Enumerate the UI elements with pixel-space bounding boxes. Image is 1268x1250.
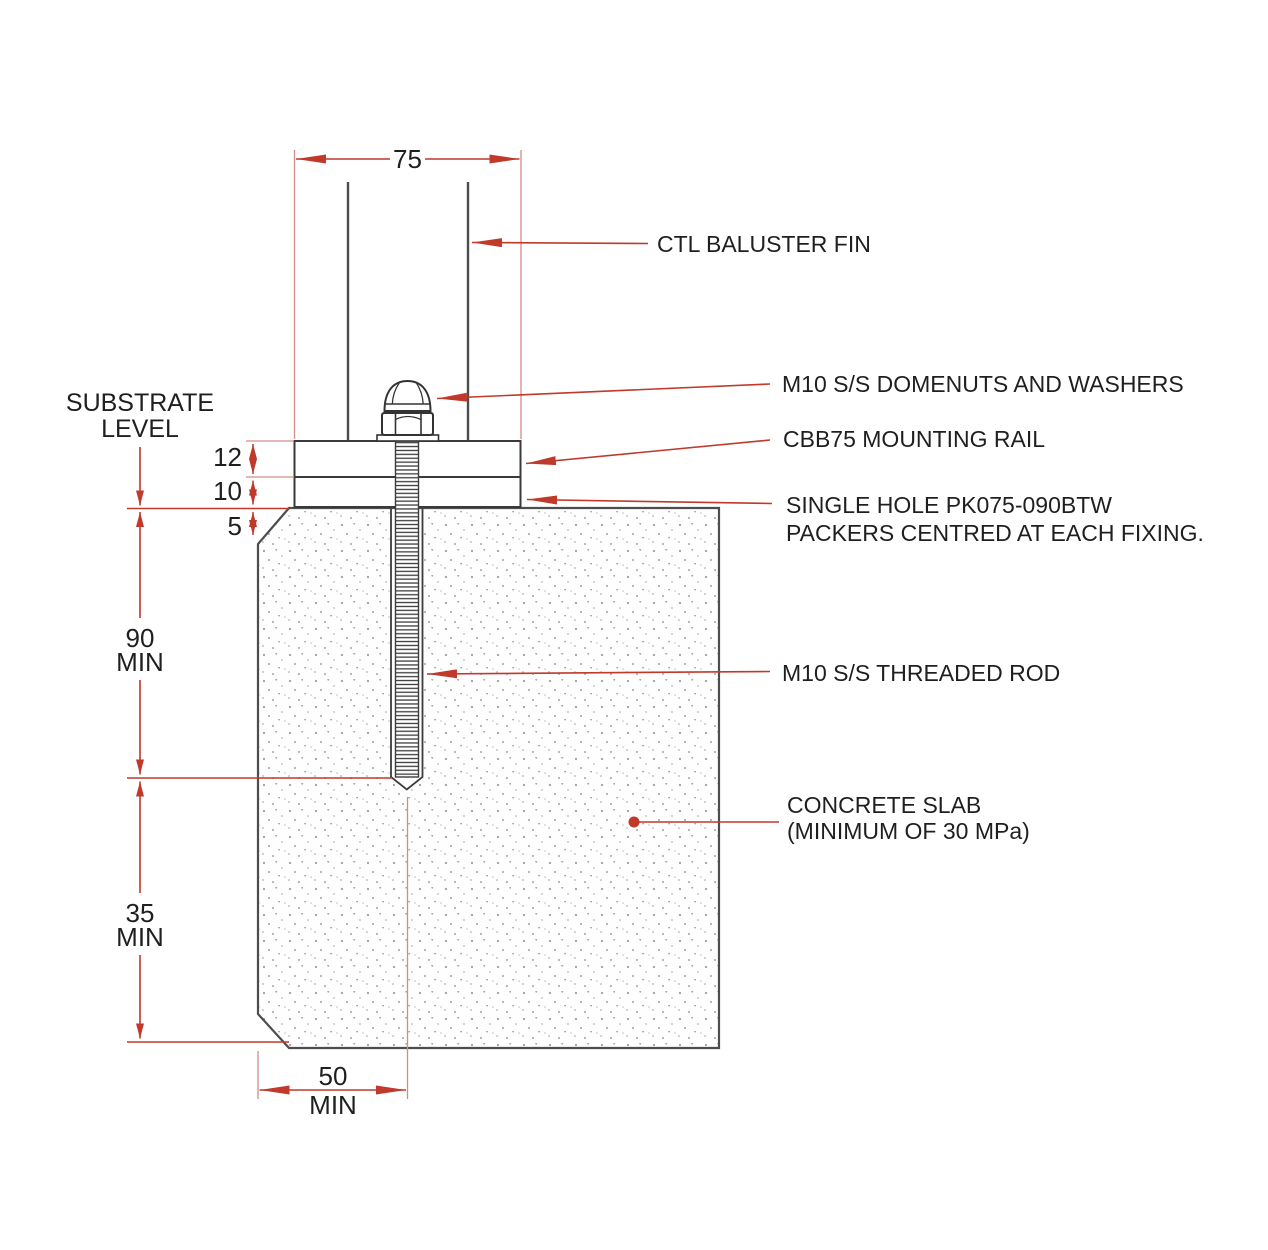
callout-packers: SINGLE HOLE PK075-090BTW PACKERS CENTRED… xyxy=(526,492,1204,546)
dimension-suffix-min: MIN xyxy=(116,922,164,952)
dimension-50-min: 50 MIN xyxy=(257,797,409,1120)
dimension-value-12: 12 xyxy=(213,442,242,472)
leader-line xyxy=(471,238,649,248)
concrete-slab xyxy=(256,506,721,1050)
dome-cap-facet-left xyxy=(391,382,401,405)
leader-line xyxy=(525,439,771,466)
dimension-value-10: 10 xyxy=(213,476,242,506)
callout-mounting-rail: CBB75 MOUNTING RAIL xyxy=(525,426,1045,466)
callout-threaded-rod: M10 S/S THREADED ROD xyxy=(426,660,1060,686)
dimension-value-90: 90 xyxy=(126,623,155,653)
dome-cap-facet-right xyxy=(415,381,424,405)
label-concrete-line1: CONCRETE SLAB xyxy=(787,792,981,818)
dimension-value-75: 75 xyxy=(393,144,422,174)
hex-nut-facet-arc xyxy=(395,415,422,421)
label-threaded-rod: M10 S/S THREADED ROD xyxy=(782,660,1060,686)
threaded-rod-shaft xyxy=(394,440,420,778)
label-domenuts: M10 S/S DOMENUTS AND WASHERS xyxy=(782,371,1184,397)
callout-domenuts: M10 S/S DOMENUTS AND WASHERS xyxy=(436,371,1184,402)
concrete-slab-outline xyxy=(256,506,721,1050)
dimension-90-min: 90 MIN xyxy=(116,512,392,779)
dimension-value-50: 50 xyxy=(319,1061,348,1091)
dimension-stack-12-10-5: 12 10 5 xyxy=(213,440,293,541)
threaded-rod xyxy=(394,440,420,778)
leader-line xyxy=(436,383,771,402)
label-mounting-rail: CBB75 MOUNTING RAIL xyxy=(783,426,1045,452)
substrate-level-label-line1: SUBSTRATE xyxy=(66,389,214,417)
dome-nut-assembly xyxy=(376,379,440,442)
label-packers-line1: SINGLE HOLE PK075-090BTW xyxy=(786,492,1112,518)
dimension-value-35: 35 xyxy=(126,898,155,928)
substrate-level-callout: SUBSTRATE LEVEL xyxy=(66,389,289,510)
callout-concrete-slab: CONCRETE SLAB (MINIMUM OF 30 MPa) xyxy=(628,792,1030,844)
dimension-value-5: 5 xyxy=(228,511,242,541)
leader-line xyxy=(426,669,771,679)
label-baluster-fin: CTL BALUSTER FIN xyxy=(657,231,871,257)
callout-baluster-fin: CTL BALUSTER FIN xyxy=(471,231,871,257)
substrate-level-label-line2: LEVEL xyxy=(101,415,179,443)
hole-outline xyxy=(390,508,424,791)
leader-line xyxy=(526,495,773,505)
dimension-suffix-min: MIN xyxy=(116,647,164,677)
dimension-35-min: 35 MIN xyxy=(116,781,289,1043)
dimension-75: 75 xyxy=(293,144,522,439)
dimension-suffix-min: MIN xyxy=(309,1090,357,1120)
label-concrete-line2: (MINIMUM OF 30 MPa) xyxy=(787,818,1030,844)
label-packers-line2: PACKERS CENTRED AT EACH FIXING. xyxy=(786,520,1204,546)
